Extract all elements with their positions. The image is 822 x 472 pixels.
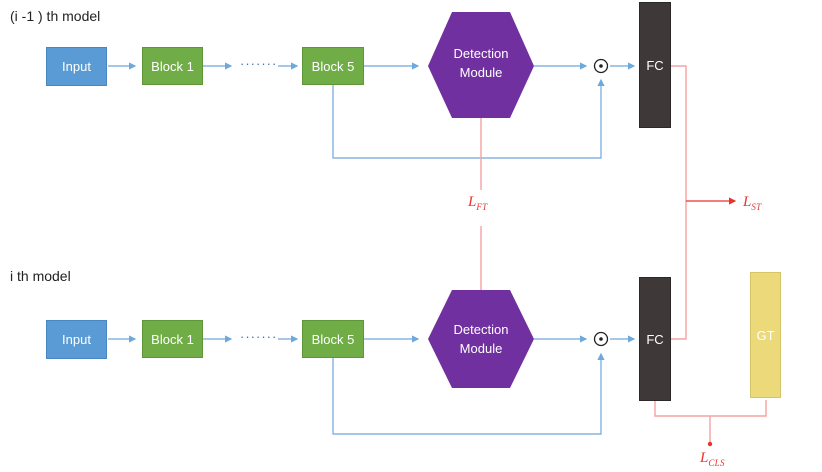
top-fc-label: FC xyxy=(646,57,664,73)
bottom-fc-label: FC xyxy=(646,331,664,347)
bottom-skip-connection xyxy=(332,352,605,435)
cls-bracket xyxy=(654,400,767,417)
top-fc-box: FC xyxy=(639,2,671,128)
loss-ft-label: LFT xyxy=(468,194,487,212)
top-flow-connectors xyxy=(108,62,636,159)
top-detection-line2: Module xyxy=(459,65,503,80)
loss-ft-main: L xyxy=(468,194,477,210)
top-block5-label: Block 5 xyxy=(311,58,355,74)
cls-dot xyxy=(707,441,713,447)
curr-model-title: i th model xyxy=(10,268,71,284)
loss-st-label: LST xyxy=(743,194,761,212)
prev-model-title: (i -1 ) th model xyxy=(10,8,101,24)
gt-box: GT xyxy=(750,272,781,398)
bottom-block1-label: Block 1 xyxy=(151,331,194,347)
bottom-input-label: Input xyxy=(62,332,91,347)
top-block1-box: Block 1 xyxy=(142,47,203,85)
loss-ft-sub: FT xyxy=(476,202,488,212)
bottom-block5-box: Block 5 xyxy=(302,320,364,358)
bottom-block1-box: Block 1 xyxy=(142,320,203,358)
top-block5-box: Block 5 xyxy=(302,47,364,85)
top-multiply-symbol xyxy=(593,58,609,74)
bottom-detection-module-shape xyxy=(428,290,534,388)
bottom-flow-connectors xyxy=(108,335,636,435)
top-detection-text: Detection Module xyxy=(444,44,518,82)
bottom-detection-line2: Module xyxy=(459,341,503,356)
loss-st-sub: ST xyxy=(751,202,762,212)
bottom-fc-box: FC xyxy=(639,277,671,401)
st-bracket xyxy=(671,65,687,340)
top-detection-module-shape xyxy=(428,12,534,118)
top-ellipsis: ······· xyxy=(240,56,278,71)
top-input-label: Input xyxy=(62,59,91,74)
top-skip-connection xyxy=(332,78,605,159)
top-detection-line1: Detection xyxy=(453,46,509,61)
top-input-box: Input xyxy=(46,47,107,86)
bottom-detection-line1: Detection xyxy=(453,322,509,337)
bottom-block5-label: Block 5 xyxy=(311,331,355,347)
gt-label: GT xyxy=(756,327,775,343)
loss-cls-sub: CLS xyxy=(708,458,725,468)
bottom-ellipsis: ······· xyxy=(240,329,278,344)
bottom-input-box: Input xyxy=(46,320,107,359)
top-block1-label: Block 1 xyxy=(151,58,194,74)
bottom-multiply-symbol xyxy=(593,331,609,347)
loss-cls-label: LCLS xyxy=(700,450,725,468)
loss-st-main: L xyxy=(743,194,752,210)
loss-cls-main: L xyxy=(700,450,709,466)
bottom-detection-text: Detection Module xyxy=(444,320,518,358)
loss-connectors xyxy=(480,65,767,447)
